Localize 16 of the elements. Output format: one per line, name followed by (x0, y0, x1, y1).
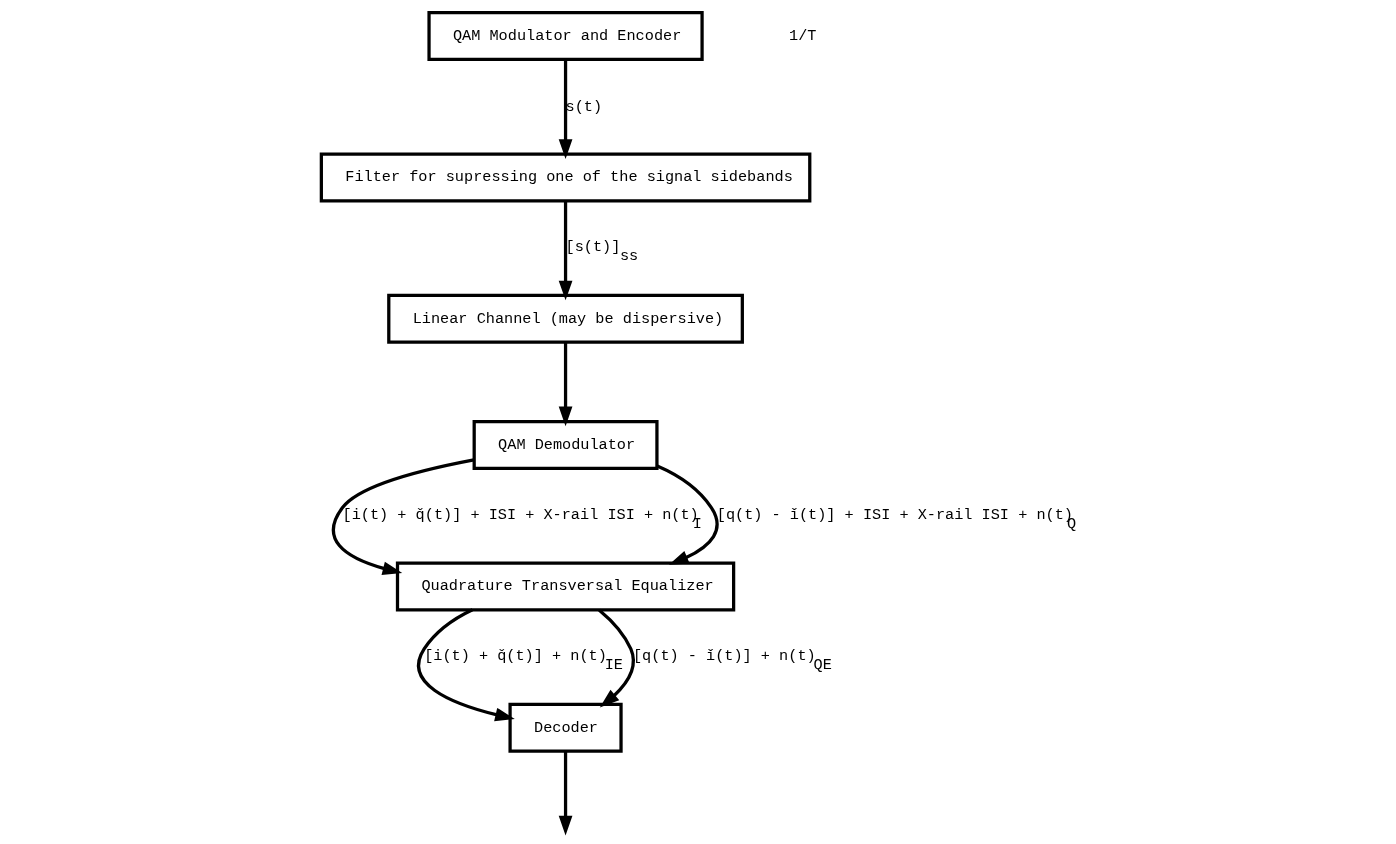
arrow (598, 608, 635, 708)
node-box: Filter for supressing one of the signal sidebands (319, 152, 812, 203)
label: 1/T (789, 27, 817, 46)
arrow (558, 751, 573, 836)
node-box: Quadrature Transversal Equalizer (395, 561, 736, 612)
node-box: Linear Channel (may be dispersive) (387, 293, 744, 344)
node-box: Decoder (508, 702, 623, 753)
arrow (417, 608, 515, 722)
edge-label: s(t) (565, 97, 603, 116)
node-box: QAM Modulator and Encoder (427, 10, 704, 61)
arrow (558, 200, 573, 301)
arrow (558, 59, 573, 159)
arrow (558, 342, 573, 427)
node-box: QAM Demodulator (472, 420, 659, 470)
arrow (331, 458, 475, 575)
arrow (656, 464, 719, 565)
